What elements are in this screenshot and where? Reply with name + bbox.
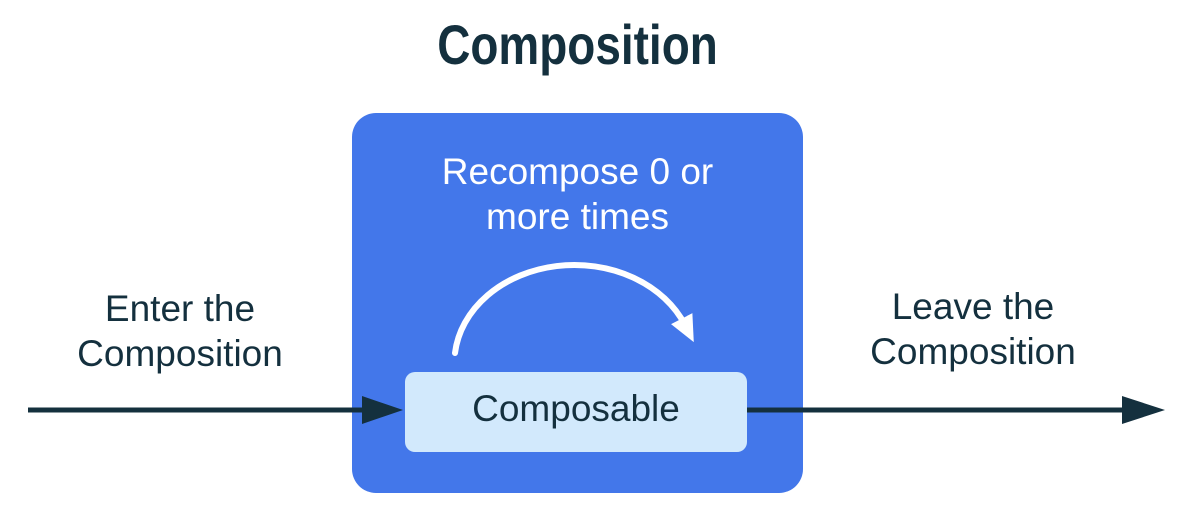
leave-arrow-icon — [747, 396, 1165, 424]
composable-box: Composable — [405, 372, 747, 452]
leave-composition-label: Leave the Composition — [870, 286, 1076, 372]
composable-label: Composable — [472, 388, 680, 429]
diagram-title: Composition — [437, 13, 718, 76]
enter-composition-label: Enter the Composition — [77, 288, 283, 374]
enter-arrow-icon — [28, 396, 403, 424]
recompose-label: Recompose 0 or more times — [441, 151, 714, 237]
composition-box: Recompose 0 or more times Composable — [352, 113, 803, 493]
recompose-loop-arrow-icon — [452, 262, 694, 356]
